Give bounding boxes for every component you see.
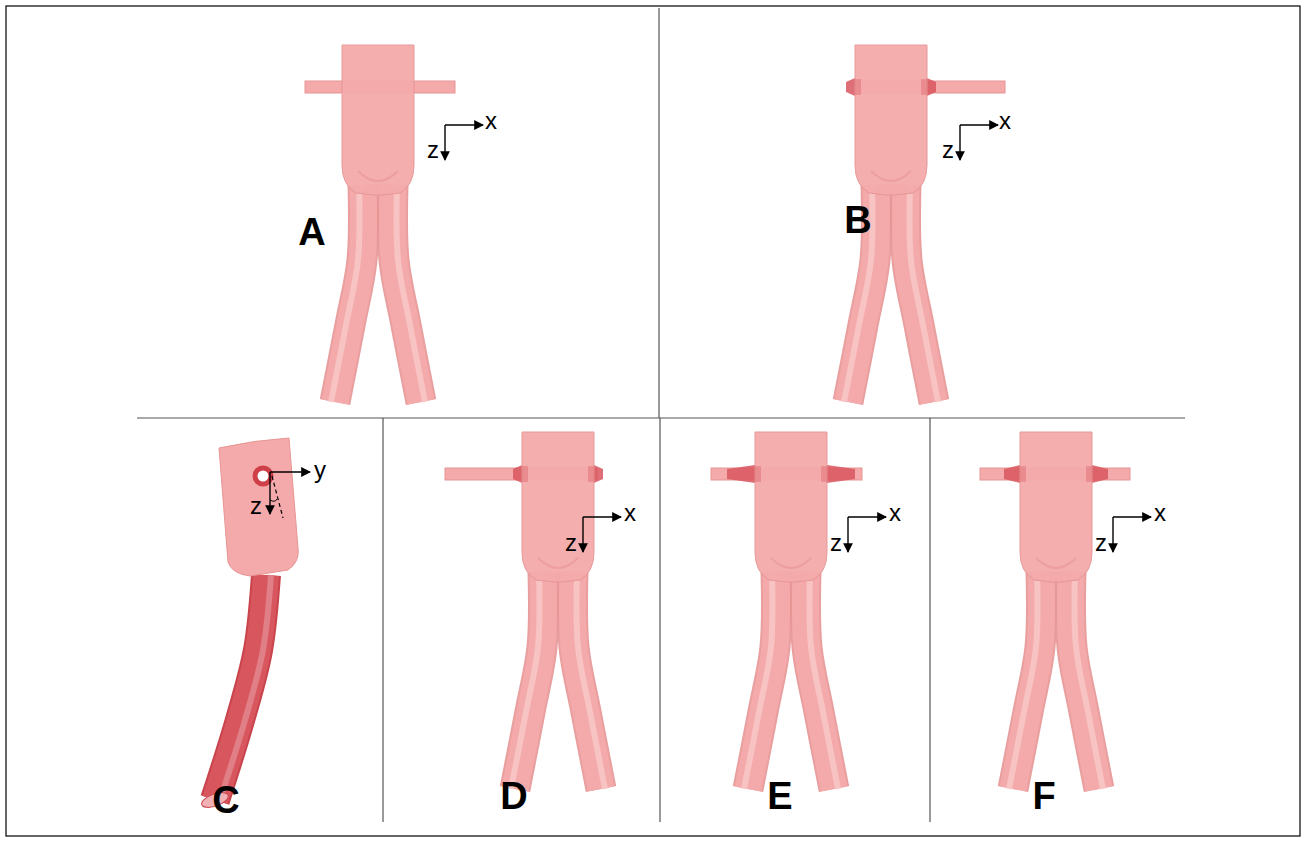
highlight-segment	[594, 465, 603, 483]
axis-label: y	[314, 458, 326, 482]
axis-label: z	[565, 531, 577, 555]
angle-arc	[270, 499, 277, 501]
aorta-model	[980, 432, 1130, 789]
panel-letter: C	[212, 781, 239, 819]
highlight-segment	[1092, 465, 1108, 483]
axis-label: z	[830, 531, 842, 555]
axis-label: x	[1154, 501, 1166, 525]
axis-arrows	[1113, 517, 1151, 552]
aorta-model	[711, 432, 862, 789]
panel-letter: E	[767, 777, 792, 815]
axis-label: z	[1095, 531, 1107, 555]
highlight-segment	[1004, 465, 1020, 483]
panel-letter: B	[844, 201, 871, 239]
highlight-segment	[846, 78, 855, 96]
panel-letter: A	[298, 213, 325, 251]
axis-label: x	[999, 109, 1011, 133]
axis-arrows	[583, 517, 621, 552]
frame	[6, 6, 1300, 836]
highlight-segment	[827, 465, 855, 483]
axis-arrows	[445, 125, 483, 160]
axis-arrows	[848, 517, 886, 552]
axis-label: x	[485, 109, 497, 133]
tilt-line	[272, 476, 283, 518]
axis-label: z	[250, 494, 262, 518]
aorta-model	[844, 45, 1005, 402]
panel-divider	[659, 418, 660, 822]
panel-divider	[137, 417, 1185, 418]
axis-label: x	[624, 501, 636, 525]
panel-divider	[929, 418, 930, 822]
panel-letter: F	[1032, 777, 1055, 815]
axis-label: z	[942, 138, 954, 162]
axis-arrows	[960, 125, 998, 160]
aorta-side-view	[200, 438, 298, 810]
renal-ostium	[255, 468, 271, 484]
panel-letter: D	[500, 777, 527, 815]
aorta-model	[445, 432, 605, 789]
highlight-segment	[727, 465, 755, 483]
aorta-model	[305, 45, 455, 402]
highlight-segment	[927, 78, 936, 96]
axis-label: z	[427, 138, 439, 162]
highlight-segment	[513, 465, 522, 483]
panel-divider	[382, 418, 383, 822]
axis-label: x	[889, 501, 901, 525]
panel-divider	[658, 8, 659, 418]
